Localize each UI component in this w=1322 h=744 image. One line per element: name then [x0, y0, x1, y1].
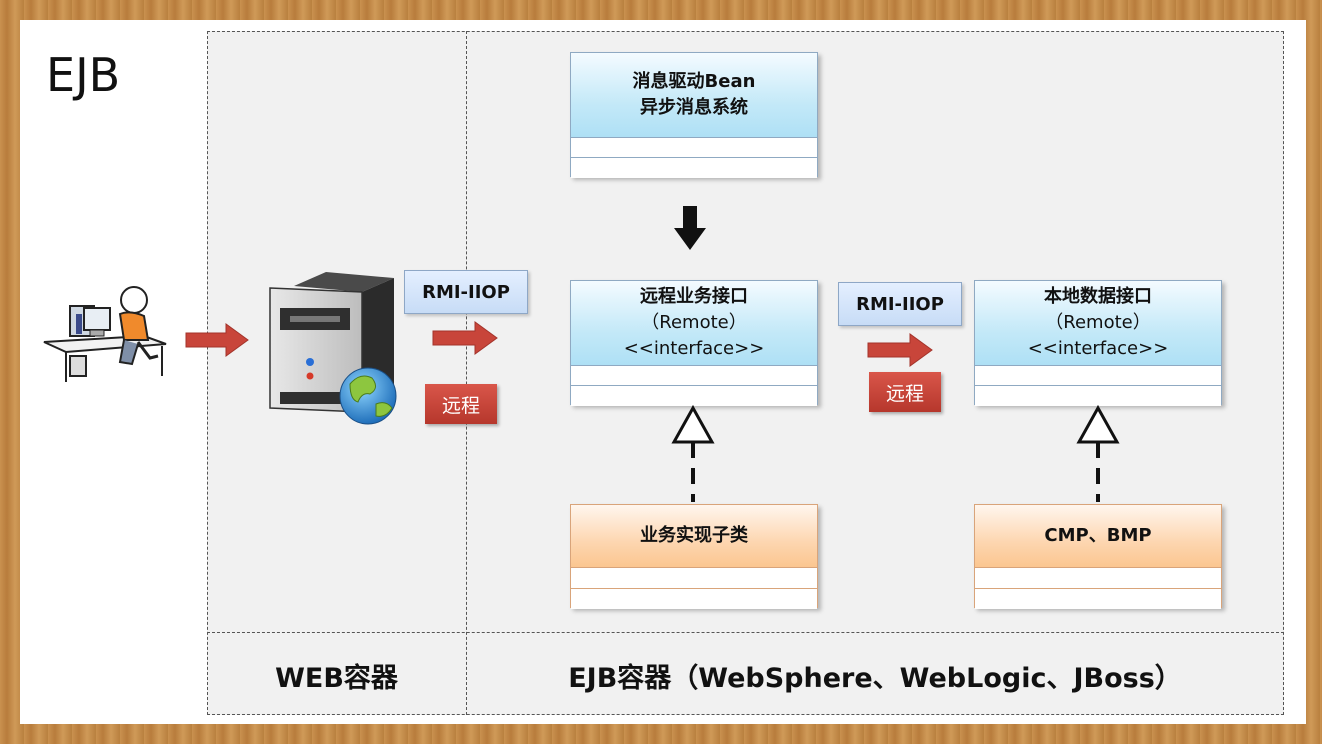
rmi-iiop-tag-1: RMI-IIOP	[404, 270, 528, 314]
local-data-interface-stereotype: （Remote）	[1045, 312, 1151, 333]
user-at-computer-icon	[43, 286, 167, 382]
container-divider	[466, 31, 467, 715]
slide: EJB WEB容器 EJB容器（WebSphere、WebLogic、JBoss…	[20, 20, 1306, 724]
cmp-bmp-header: CMP、BMP	[975, 505, 1221, 567]
mdb-class-box: 消息驱动Bean 异步消息系统	[570, 52, 818, 178]
local-data-methods-row	[975, 385, 1221, 406]
remote-business-interface-box: 远程业务接口 （Remote） <<interface>>	[570, 280, 818, 406]
remote-tag-2: 远程	[869, 372, 941, 412]
web-server-globe-icon	[269, 272, 397, 425]
cmp-bmp-attributes-row	[975, 567, 1221, 589]
remote-business-methods-row	[571, 385, 817, 406]
rmi-arrow-1	[432, 321, 498, 355]
remote-business-interface-kind: <<interface>>	[623, 338, 765, 359]
business-impl-attributes-row	[571, 567, 817, 589]
remote-business-interface-name: 远程业务接口	[640, 286, 748, 307]
realization-arrow-1	[671, 404, 715, 502]
cmp-bmp-name: CMP、BMP	[1044, 525, 1152, 546]
remote-business-interface-stereotype: （Remote）	[641, 312, 747, 333]
rmi-iiop-tag-2: RMI-IIOP	[838, 282, 962, 326]
local-data-attributes-row	[975, 365, 1221, 386]
mdb-attributes-row	[571, 137, 817, 158]
remote-business-attributes-row	[571, 365, 817, 386]
down-arrow	[674, 206, 706, 250]
footer-divider	[207, 632, 1284, 633]
realization-arrow-2	[1076, 404, 1120, 502]
business-impl-name: 业务实现子类	[640, 525, 748, 546]
remote-business-interface-header: 远程业务接口 （Remote） <<interface>>	[571, 281, 817, 365]
business-impl-header: 业务实现子类	[571, 505, 817, 567]
mdb-methods-row	[571, 157, 817, 178]
mdb-description: 异步消息系统	[640, 97, 748, 118]
business-impl-class-box: 业务实现子类	[570, 504, 818, 609]
mdb-name: 消息驱动Bean	[632, 71, 756, 92]
user-to-server-arrow	[185, 323, 249, 357]
mdb-class-header: 消息驱动Bean 异步消息系统	[571, 53, 817, 137]
cmp-bmp-class-box: CMP、BMP	[974, 504, 1222, 609]
local-data-interface-kind: <<interface>>	[1027, 338, 1169, 359]
rmi-arrow-2	[867, 333, 933, 367]
remote-tag-1: 远程	[425, 384, 497, 424]
ejb-container-label: EJB容器（WebSphere、WebLogic、JBoss）	[568, 663, 1182, 694]
slide-title: EJB	[46, 48, 121, 102]
local-data-interface-name: 本地数据接口	[1044, 286, 1152, 307]
cmp-bmp-methods-row	[975, 588, 1221, 609]
web-container-label: WEB容器	[275, 663, 398, 694]
local-data-interface-header: 本地数据接口 （Remote） <<interface>>	[975, 281, 1221, 365]
business-impl-methods-row	[571, 588, 817, 609]
local-data-interface-box: 本地数据接口 （Remote） <<interface>>	[974, 280, 1222, 406]
